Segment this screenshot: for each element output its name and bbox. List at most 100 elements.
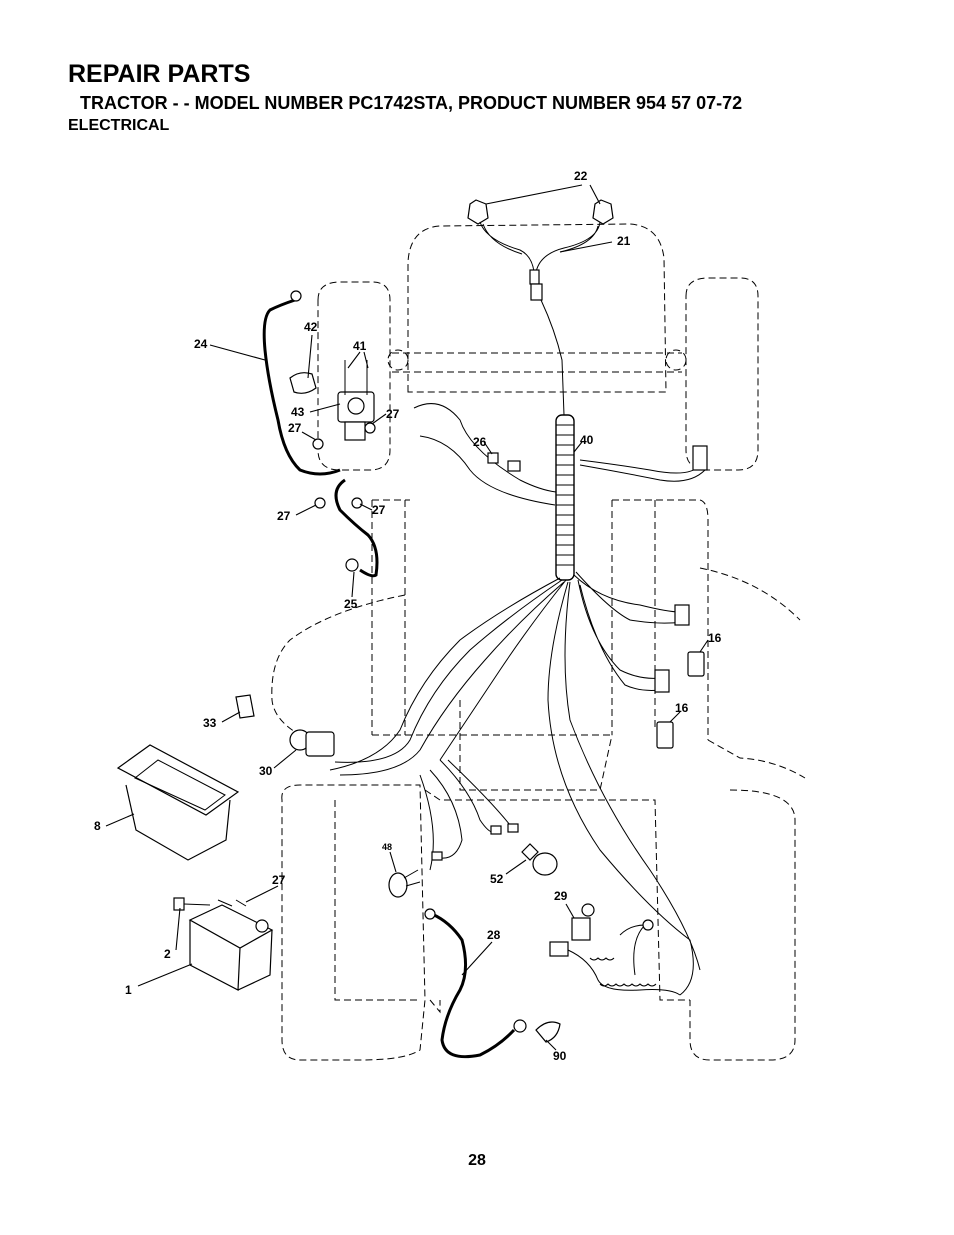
hood-outline bbox=[407, 223, 667, 393]
nut-27-c bbox=[314, 497, 326, 509]
terminal-boot-90 bbox=[535, 1021, 561, 1043]
nut-27-b bbox=[364, 422, 376, 434]
ground-cable-28 bbox=[431, 912, 516, 1059]
leader-27-a bbox=[371, 413, 387, 425]
callout-52: 52 bbox=[490, 872, 504, 886]
callout-28: 28 bbox=[487, 928, 501, 942]
callout-24: 24 bbox=[194, 337, 208, 351]
battery-tray-8 bbox=[116, 744, 240, 861]
leader-2 bbox=[175, 907, 181, 951]
harness-connector-right-front bbox=[692, 445, 708, 471]
nut-27-d bbox=[351, 497, 363, 509]
solenoid-screws-41 bbox=[344, 360, 368, 395]
callout-27-b: 27 bbox=[288, 421, 302, 435]
main-wire-harness-40 bbox=[329, 299, 708, 996]
tractor-outline bbox=[271, 223, 806, 1061]
page-number: 28 bbox=[468, 1152, 486, 1169]
harness-lower-branches bbox=[329, 571, 701, 996]
frame-right-rail bbox=[611, 500, 656, 735]
leader-27-e bbox=[245, 885, 279, 903]
deck-outline bbox=[459, 700, 613, 791]
cable-24-terminal bbox=[290, 290, 302, 302]
conduit-ribs bbox=[556, 424, 574, 566]
harness-connector-16-a bbox=[674, 604, 690, 626]
headlight-harness-wire bbox=[479, 221, 601, 273]
leader-41 bbox=[347, 351, 369, 369]
headlight-socket-left bbox=[467, 199, 489, 225]
ignition-switch-body bbox=[305, 731, 335, 757]
callout-43: 43 bbox=[291, 405, 305, 419]
ground-cable-and-switch bbox=[424, 903, 681, 1059]
leader-1 bbox=[137, 963, 193, 987]
leader-27-d bbox=[359, 503, 373, 511]
switch-harness-coil bbox=[567, 949, 681, 996]
callout-40: 40 bbox=[580, 433, 594, 447]
leader-90 bbox=[545, 1039, 557, 1051]
cable-28-terminal-bottom bbox=[513, 1019, 527, 1033]
harness-lower-leads bbox=[419, 759, 511, 871]
leader-30 bbox=[273, 749, 297, 769]
ignition-parts bbox=[235, 694, 335, 757]
callout-33: 33 bbox=[203, 716, 217, 730]
cable-25-terminal bbox=[345, 558, 359, 572]
harness-terminal-c bbox=[431, 851, 443, 861]
headlight-socket-right bbox=[592, 199, 614, 225]
switch-16-lower bbox=[656, 721, 674, 749]
callout-48: 48 bbox=[382, 842, 392, 852]
harness-connector-16-b bbox=[654, 669, 670, 693]
front-wheel-left bbox=[317, 281, 391, 471]
fuse-holder-26-b bbox=[507, 460, 521, 472]
switch-ground-terminal bbox=[642, 919, 654, 931]
switch-16-upper bbox=[687, 651, 705, 677]
battery-terminal bbox=[255, 919, 269, 933]
frame-left-rail bbox=[371, 500, 406, 735]
rear-wheel-right bbox=[689, 789, 796, 1061]
rear-wheel-left bbox=[281, 784, 426, 1061]
rear-frame bbox=[424, 789, 690, 1014]
frame-cross-member bbox=[372, 499, 709, 740]
callout-27-a: 27 bbox=[386, 407, 400, 421]
leader-24 bbox=[209, 344, 266, 361]
harness-terminal-a bbox=[490, 825, 502, 835]
harness-upper-branches bbox=[413, 299, 706, 506]
battery-cable-24 bbox=[262, 298, 341, 476]
callout-21: 21 bbox=[617, 234, 631, 248]
callout-26: 26 bbox=[473, 435, 487, 449]
ignition-key-33 bbox=[235, 694, 255, 719]
callout-16-a: 16 bbox=[708, 631, 722, 645]
callout-90: 90 bbox=[553, 1049, 567, 1063]
callout-leaders bbox=[105, 184, 709, 1051]
fender-left bbox=[271, 594, 406, 736]
callout-numbers: 22 21 24 42 41 43 27 27 26 40 27 27 25 1… bbox=[94, 169, 722, 1063]
battery-bolt-2 bbox=[173, 897, 185, 911]
callout-27-e: 27 bbox=[272, 873, 286, 887]
callout-30: 30 bbox=[259, 764, 273, 778]
harness-terminal-b bbox=[507, 823, 519, 833]
callout-22: 22 bbox=[574, 169, 588, 183]
bolt-and-nut-27 bbox=[183, 899, 247, 907]
bulb-48-leads bbox=[403, 869, 421, 887]
headlight-harness-connector bbox=[529, 269, 540, 285]
switch-ground-lead bbox=[619, 924, 647, 976]
solenoid-terminal bbox=[347, 397, 365, 415]
battery-1 bbox=[188, 904, 274, 991]
callout-29: 29 bbox=[554, 889, 568, 903]
leader-16-a bbox=[699, 639, 709, 653]
front-wheel-right bbox=[685, 277, 759, 471]
leader-27-c bbox=[295, 504, 317, 516]
headlight-harness bbox=[467, 199, 614, 301]
hood-pivot-right bbox=[665, 349, 687, 371]
leader-52 bbox=[505, 859, 527, 875]
conduit-sleeve bbox=[555, 414, 575, 581]
bulbs bbox=[388, 843, 558, 898]
callout-27-d: 27 bbox=[372, 503, 386, 517]
leader-43 bbox=[309, 403, 341, 413]
hood-panel-line bbox=[392, 352, 682, 373]
leader-8 bbox=[105, 813, 135, 827]
callout-27-c: 27 bbox=[277, 509, 291, 523]
leader-42 bbox=[307, 334, 313, 379]
callout-16-b: 16 bbox=[675, 701, 689, 715]
page-title: REPAIR PARTS bbox=[68, 60, 251, 88]
battery-parts bbox=[116, 744, 274, 991]
